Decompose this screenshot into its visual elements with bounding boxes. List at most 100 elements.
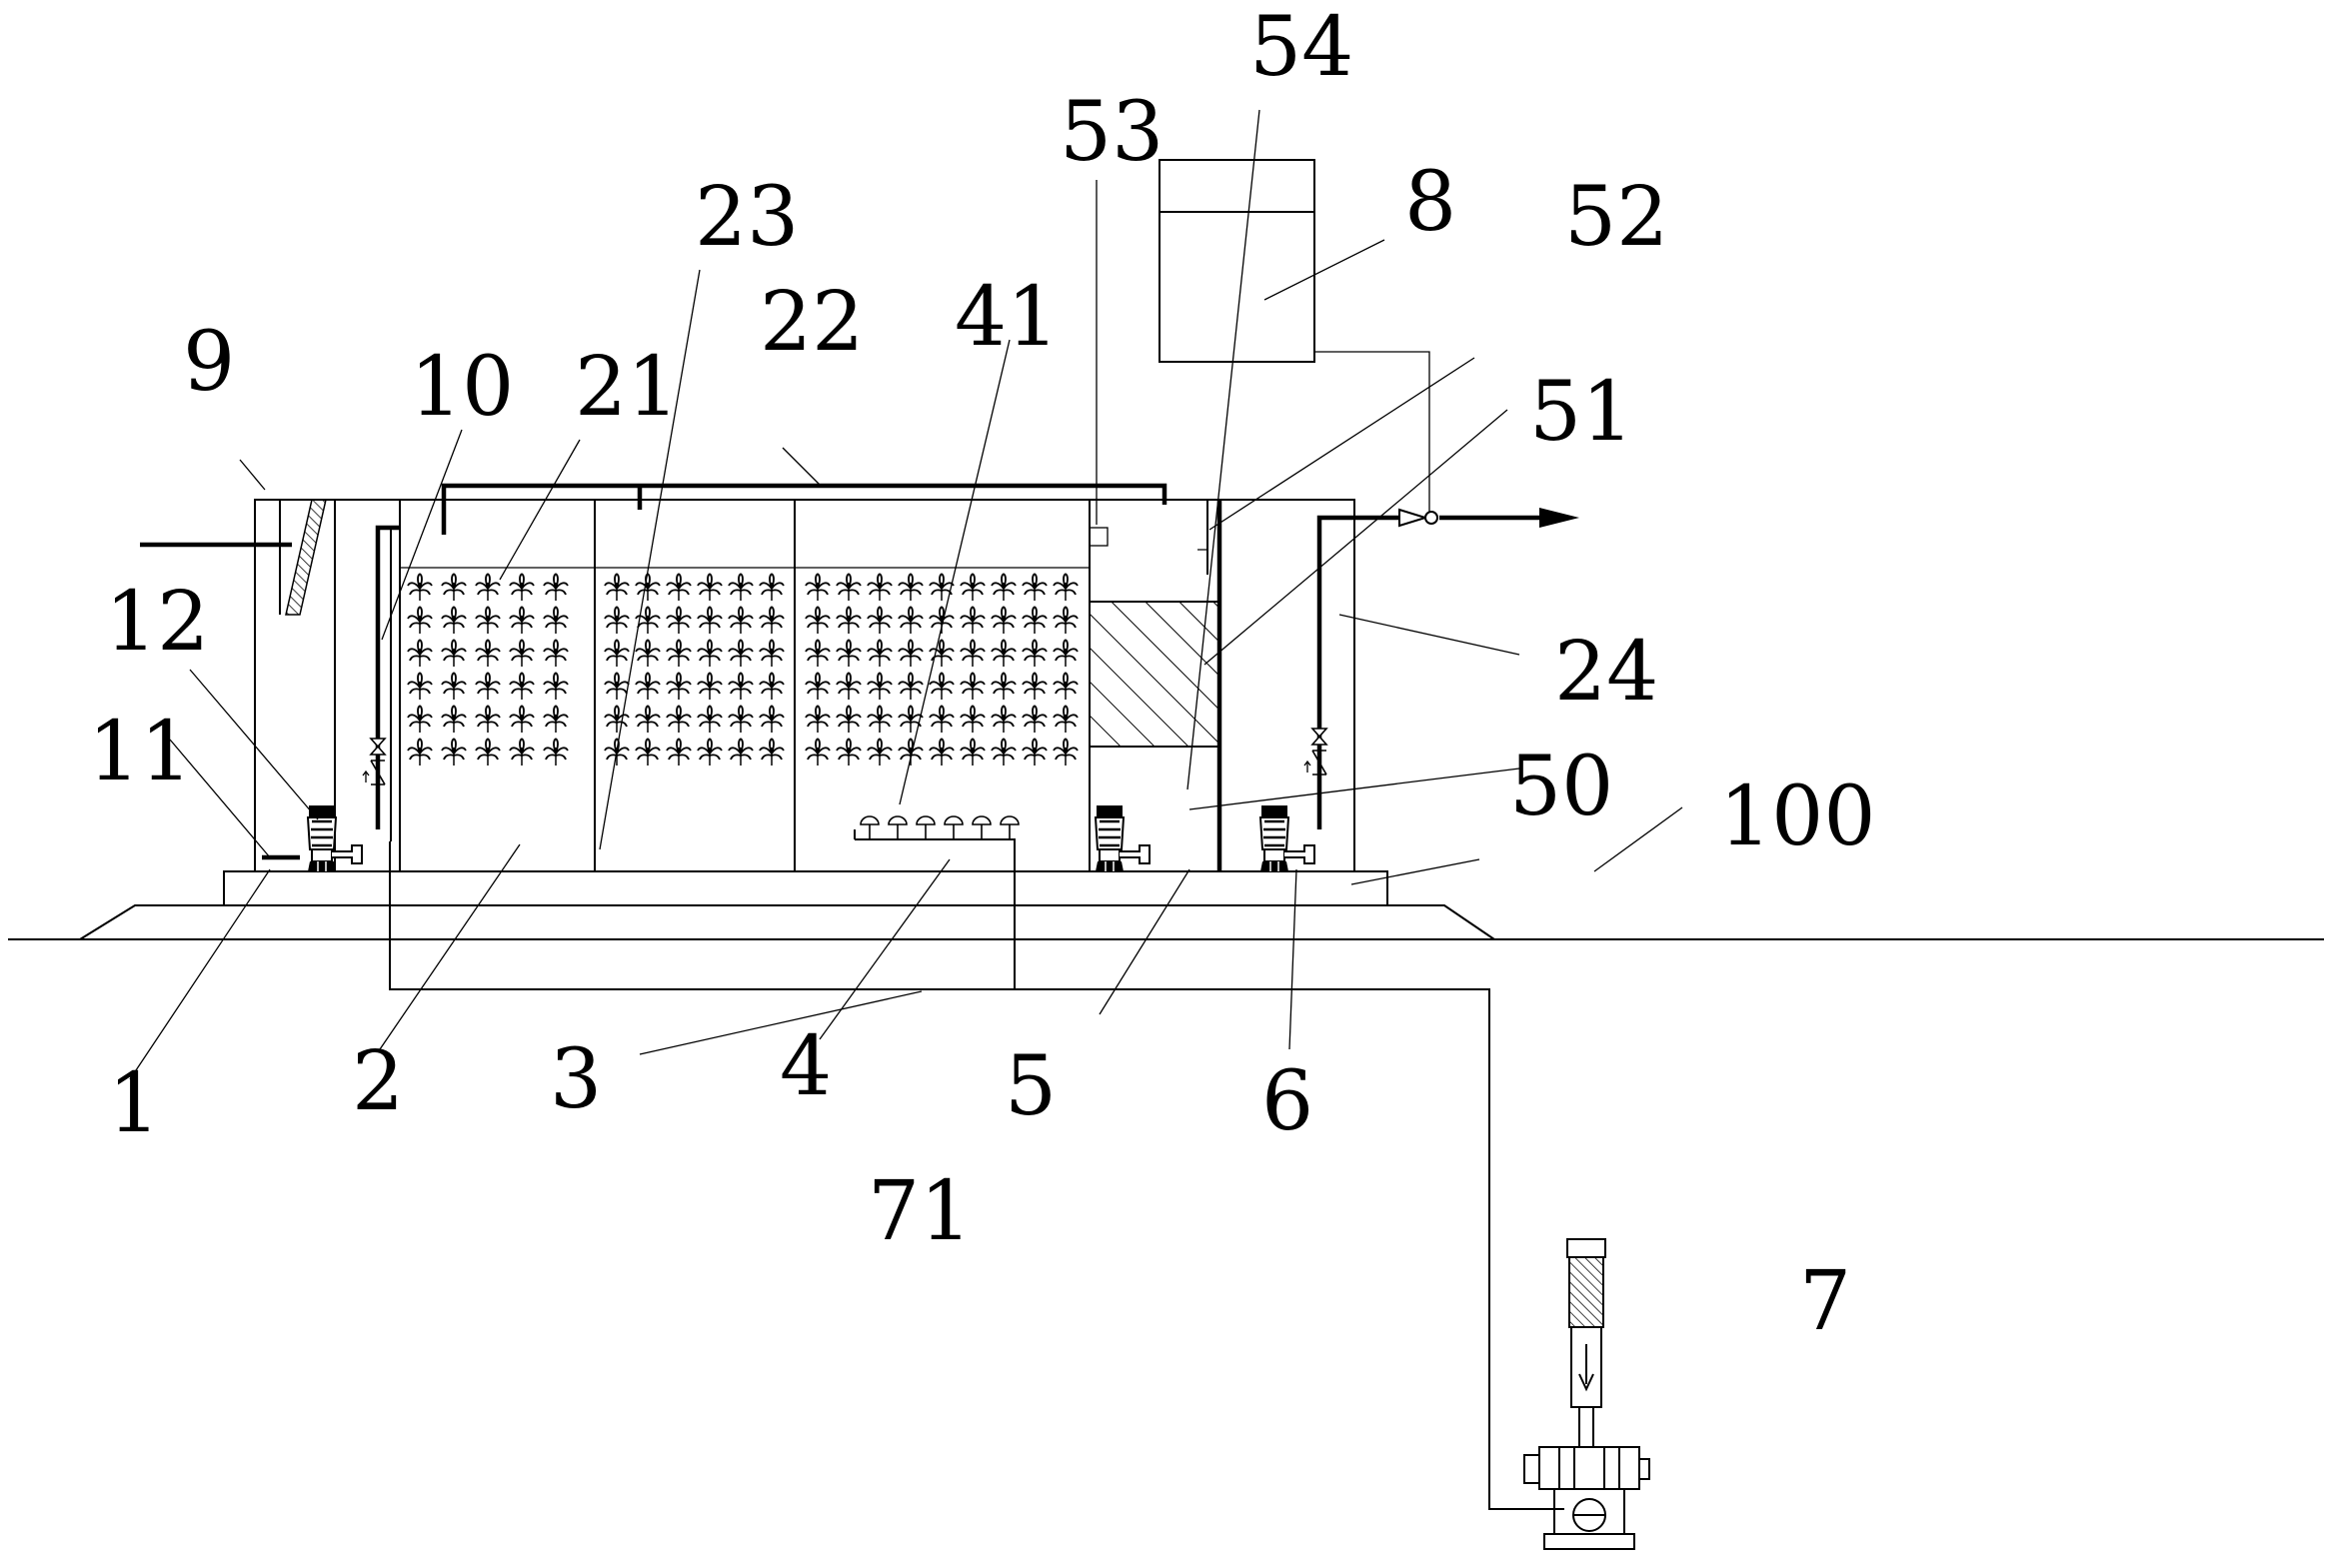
plant-icon [635,639,661,668]
plant-icon [759,672,785,701]
plant-icon [960,606,986,635]
label-11: 11 [88,705,192,799]
label-54: 54 [1249,0,1353,95]
plant-icon [697,705,723,734]
plant-icon [604,705,630,734]
plant-icon [960,705,986,734]
outlet [1398,508,1579,528]
plant-icon [991,738,1017,767]
pump-middle [1094,803,1152,873]
plant-icon [697,639,723,668]
plant-icon [407,738,433,767]
plant-icon [543,606,569,635]
pump-right [1258,803,1316,873]
label-3: 3 [550,1032,602,1127]
plant-icon [666,672,692,701]
plant-icon [697,573,723,602]
plant-icon [441,573,467,602]
foundation [223,870,1388,906]
plant-icon [475,639,501,668]
plant-icon [1022,573,1048,602]
plant-icon [666,606,692,635]
plant-icon [604,672,630,701]
plant-icon [836,672,862,701]
label-2: 2 [352,1034,404,1129]
plant-icon [509,606,535,635]
plant-icon [759,738,785,767]
ground [8,904,2324,940]
plant-icon [836,573,862,602]
plant-icon [407,672,433,701]
plant-icon [898,606,924,635]
plant-icon [543,738,569,767]
plant-icon [1053,672,1079,701]
plant-icon [475,705,501,734]
plant-icon [441,705,467,734]
plant-icon [1053,639,1079,668]
plant-icon [697,606,723,635]
plant-icon [836,705,862,734]
plant-icon [805,738,831,767]
plant-icon [407,705,433,734]
plant-icon [867,639,893,668]
label-71: 71 [868,1164,972,1259]
plant-icon [805,639,831,668]
label-7: 7 [1799,1254,1851,1349]
plant-icon [1053,606,1079,635]
plant-icon [867,672,893,701]
plant-icon [441,738,467,767]
plant-icon [441,606,467,635]
plant-array [407,573,1079,767]
inlet-screen [140,499,327,616]
plant-icon [805,573,831,602]
plant-icon [1022,639,1048,668]
label-6: 6 [1261,1054,1313,1149]
plant-icon [666,738,692,767]
plant-icon [407,639,433,668]
label-21: 21 [575,340,679,435]
plant-icon [1053,573,1079,602]
blower [1523,1238,1650,1550]
plant-icon [697,672,723,701]
label-5: 5 [1005,1039,1057,1134]
filter-media [1089,601,1220,748]
distribution-pipe [441,483,1167,547]
plant-icon [407,606,433,635]
plant-icon [759,639,785,668]
air-pipe [389,841,1564,1510]
plant-icon [604,639,630,668]
plant-icon [805,606,831,635]
leader-lines [129,109,1683,1080]
plant-icon [441,639,467,668]
plant-icon [728,639,754,668]
plant-icon [475,738,501,767]
plant-icon [441,672,467,701]
plant-icon [543,639,569,668]
riser-pipe-right [1303,515,1399,829]
plant-icon [1022,738,1048,767]
label-51: 51 [1529,365,1633,460]
control-box [1159,159,1430,515]
plant-icon [509,705,535,734]
callout-labels: 1 2 3 4 5 6 71 7 11 12 9 10 21 23 22 41 … [88,0,1876,1349]
plant-icon [728,738,754,767]
plant-icon [898,705,924,734]
plant-icon [991,639,1017,668]
label-50: 50 [1509,740,1613,834]
plant-icon [543,672,569,701]
plant-icon [929,738,955,767]
plant-icon [509,573,535,602]
plant-icon [929,672,955,701]
plant-icon [960,738,986,767]
label-100: 100 [1719,770,1876,864]
plant-icon [836,606,862,635]
plant-icon [1053,705,1079,734]
plant-icon [805,705,831,734]
label-22: 22 [760,275,864,370]
label-52: 52 [1564,170,1668,265]
plant-icon [509,738,535,767]
plant-icon [666,705,692,734]
plant-icon [759,705,785,734]
label-9: 9 [183,315,235,410]
